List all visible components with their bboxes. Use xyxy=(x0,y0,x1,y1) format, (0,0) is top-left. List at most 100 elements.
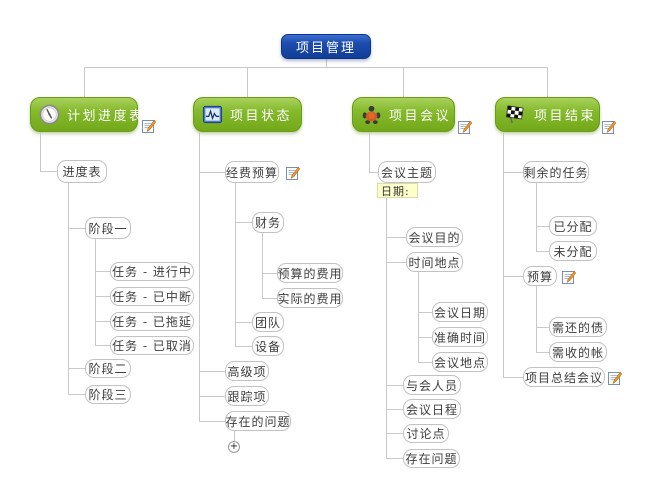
node-advanced-items[interactable]: 高级项 xyxy=(225,361,269,381)
connector-line xyxy=(418,272,419,362)
connector-line xyxy=(84,67,85,97)
edit-note-icon[interactable] xyxy=(286,165,301,180)
node-actual-cost[interactable]: 实际的费用 xyxy=(277,288,343,308)
connector-line xyxy=(386,433,403,434)
node-schedule-table[interactable]: 进度表 xyxy=(57,160,107,183)
connector-line xyxy=(68,394,85,395)
edit-note-icon[interactable] xyxy=(562,269,577,284)
connector-line xyxy=(95,296,110,297)
connector-line xyxy=(536,226,549,227)
connector-line xyxy=(536,183,537,251)
edit-note-icon[interactable] xyxy=(142,118,157,133)
node-discussion-points[interactable]: 讨论点 xyxy=(403,424,449,443)
branch-schedule[interactable]: 计划进度表 xyxy=(30,97,142,132)
connector-line xyxy=(95,345,110,346)
connector-line xyxy=(503,276,523,277)
connector-line xyxy=(235,222,252,223)
connector-line xyxy=(403,67,404,97)
node-meeting-agenda[interactable]: 会议日程 xyxy=(403,399,461,419)
connector-line xyxy=(199,172,225,173)
node-unassigned[interactable]: 未分配 xyxy=(549,241,597,261)
node-exact-time[interactable]: 准确时间 xyxy=(432,327,488,347)
activity-icon xyxy=(202,104,223,125)
connector-line xyxy=(386,237,406,238)
node-remaining-tasks[interactable]: 剩余的任务 xyxy=(523,161,589,183)
edit-note-icon[interactable] xyxy=(458,119,473,134)
node-meeting-purpose[interactable]: 会议目的 xyxy=(406,227,463,247)
connector-line xyxy=(262,298,277,299)
node-phase2[interactable]: 阶段二 xyxy=(85,359,131,378)
connector-line xyxy=(536,251,549,252)
node-project-management[interactable]: 项目管理 xyxy=(281,34,371,59)
connector-line xyxy=(95,271,110,272)
connector-line xyxy=(386,262,406,263)
node-time-location[interactable]: 时间地点 xyxy=(406,252,463,272)
connector-line xyxy=(262,273,277,274)
node-budget[interactable]: 预算 xyxy=(523,266,557,286)
connector-line xyxy=(68,228,85,229)
connector-line xyxy=(68,368,85,369)
branch-status[interactable]: 项目状态 xyxy=(193,97,302,132)
node-equipment[interactable]: 设备 xyxy=(252,336,284,356)
node-debts-to-repay[interactable]: 需还的债 xyxy=(549,317,607,337)
expand-toggle-icon[interactable]: + xyxy=(228,441,240,453)
node-budgeted-cost[interactable]: 预算的费用 xyxy=(277,263,343,283)
node-assigned[interactable]: 已分配 xyxy=(549,216,597,236)
connector-line xyxy=(386,198,387,458)
connector-line xyxy=(235,322,252,323)
connector-line xyxy=(386,458,403,459)
connector-line xyxy=(386,409,403,410)
node-project-summary-meeting[interactable]: 项目总结会议 xyxy=(523,367,605,387)
branch-closing[interactable]: 项目结束 xyxy=(495,97,600,132)
connector-line xyxy=(536,352,549,353)
node-meeting-topic[interactable]: 会议主题 xyxy=(378,161,436,183)
connector-line xyxy=(536,327,549,328)
node-accounts-to-collect[interactable]: 需收的帐 xyxy=(549,342,607,362)
connector-line xyxy=(262,233,263,298)
connector-line xyxy=(547,67,548,97)
node-task-interrupted[interactable]: 任务 - 已中断 xyxy=(110,287,194,306)
connector-line xyxy=(418,337,432,338)
branch-label: 项目结束 xyxy=(534,109,597,124)
connector-line xyxy=(369,172,378,173)
connector-line xyxy=(503,172,523,173)
connector-line xyxy=(235,346,252,347)
edit-note-icon[interactable] xyxy=(602,119,617,134)
connector-line xyxy=(199,421,225,422)
node-task-cancelled[interactable]: 任务 - 已取消 xyxy=(110,336,194,355)
node-team[interactable]: 团队 xyxy=(252,312,284,332)
connector-line xyxy=(95,321,110,322)
clock-icon xyxy=(39,104,60,125)
node-meeting-date[interactable]: 会议日期 xyxy=(432,302,488,322)
node-task-delayed[interactable]: 任务 - 已拖延 xyxy=(110,312,194,331)
node-tracking-items[interactable]: 跟踪项 xyxy=(225,386,269,406)
connector-line xyxy=(40,171,57,172)
node-phase1[interactable]: 阶段一 xyxy=(85,217,131,239)
connector-line xyxy=(386,385,403,386)
branch-label: 项目状态 xyxy=(230,109,293,124)
node-participants[interactable]: 与会人员 xyxy=(403,375,461,395)
date-note[interactable]: 日期: xyxy=(377,183,418,198)
connector-line xyxy=(95,239,96,346)
node-task-in-progress[interactable]: 任务 - 进行中 xyxy=(110,262,194,281)
connector-line xyxy=(199,371,225,372)
connector-line xyxy=(40,132,41,172)
edit-note-icon[interactable] xyxy=(608,370,623,385)
connector-line xyxy=(84,67,547,68)
connector-line xyxy=(68,183,69,395)
connector-line xyxy=(247,67,248,97)
node-expense-budget[interactable]: 经费预算 xyxy=(225,161,279,183)
node-existing-problems[interactable]: 存在的问题 xyxy=(225,411,291,431)
branch-label: 项目会议 xyxy=(389,109,452,124)
connector-line xyxy=(234,431,235,441)
connector-line xyxy=(503,132,504,377)
node-problems[interactable]: 存在问题 xyxy=(403,449,460,468)
node-phase3[interactable]: 阶段三 xyxy=(85,385,131,404)
branch-meeting[interactable]: 项目会议 xyxy=(352,97,455,132)
node-meeting-location[interactable]: 会议地点 xyxy=(432,352,488,372)
node-finance[interactable]: 财务 xyxy=(252,212,284,233)
connector-line xyxy=(199,396,225,397)
connector-line xyxy=(199,132,200,421)
connector-line xyxy=(369,132,370,172)
